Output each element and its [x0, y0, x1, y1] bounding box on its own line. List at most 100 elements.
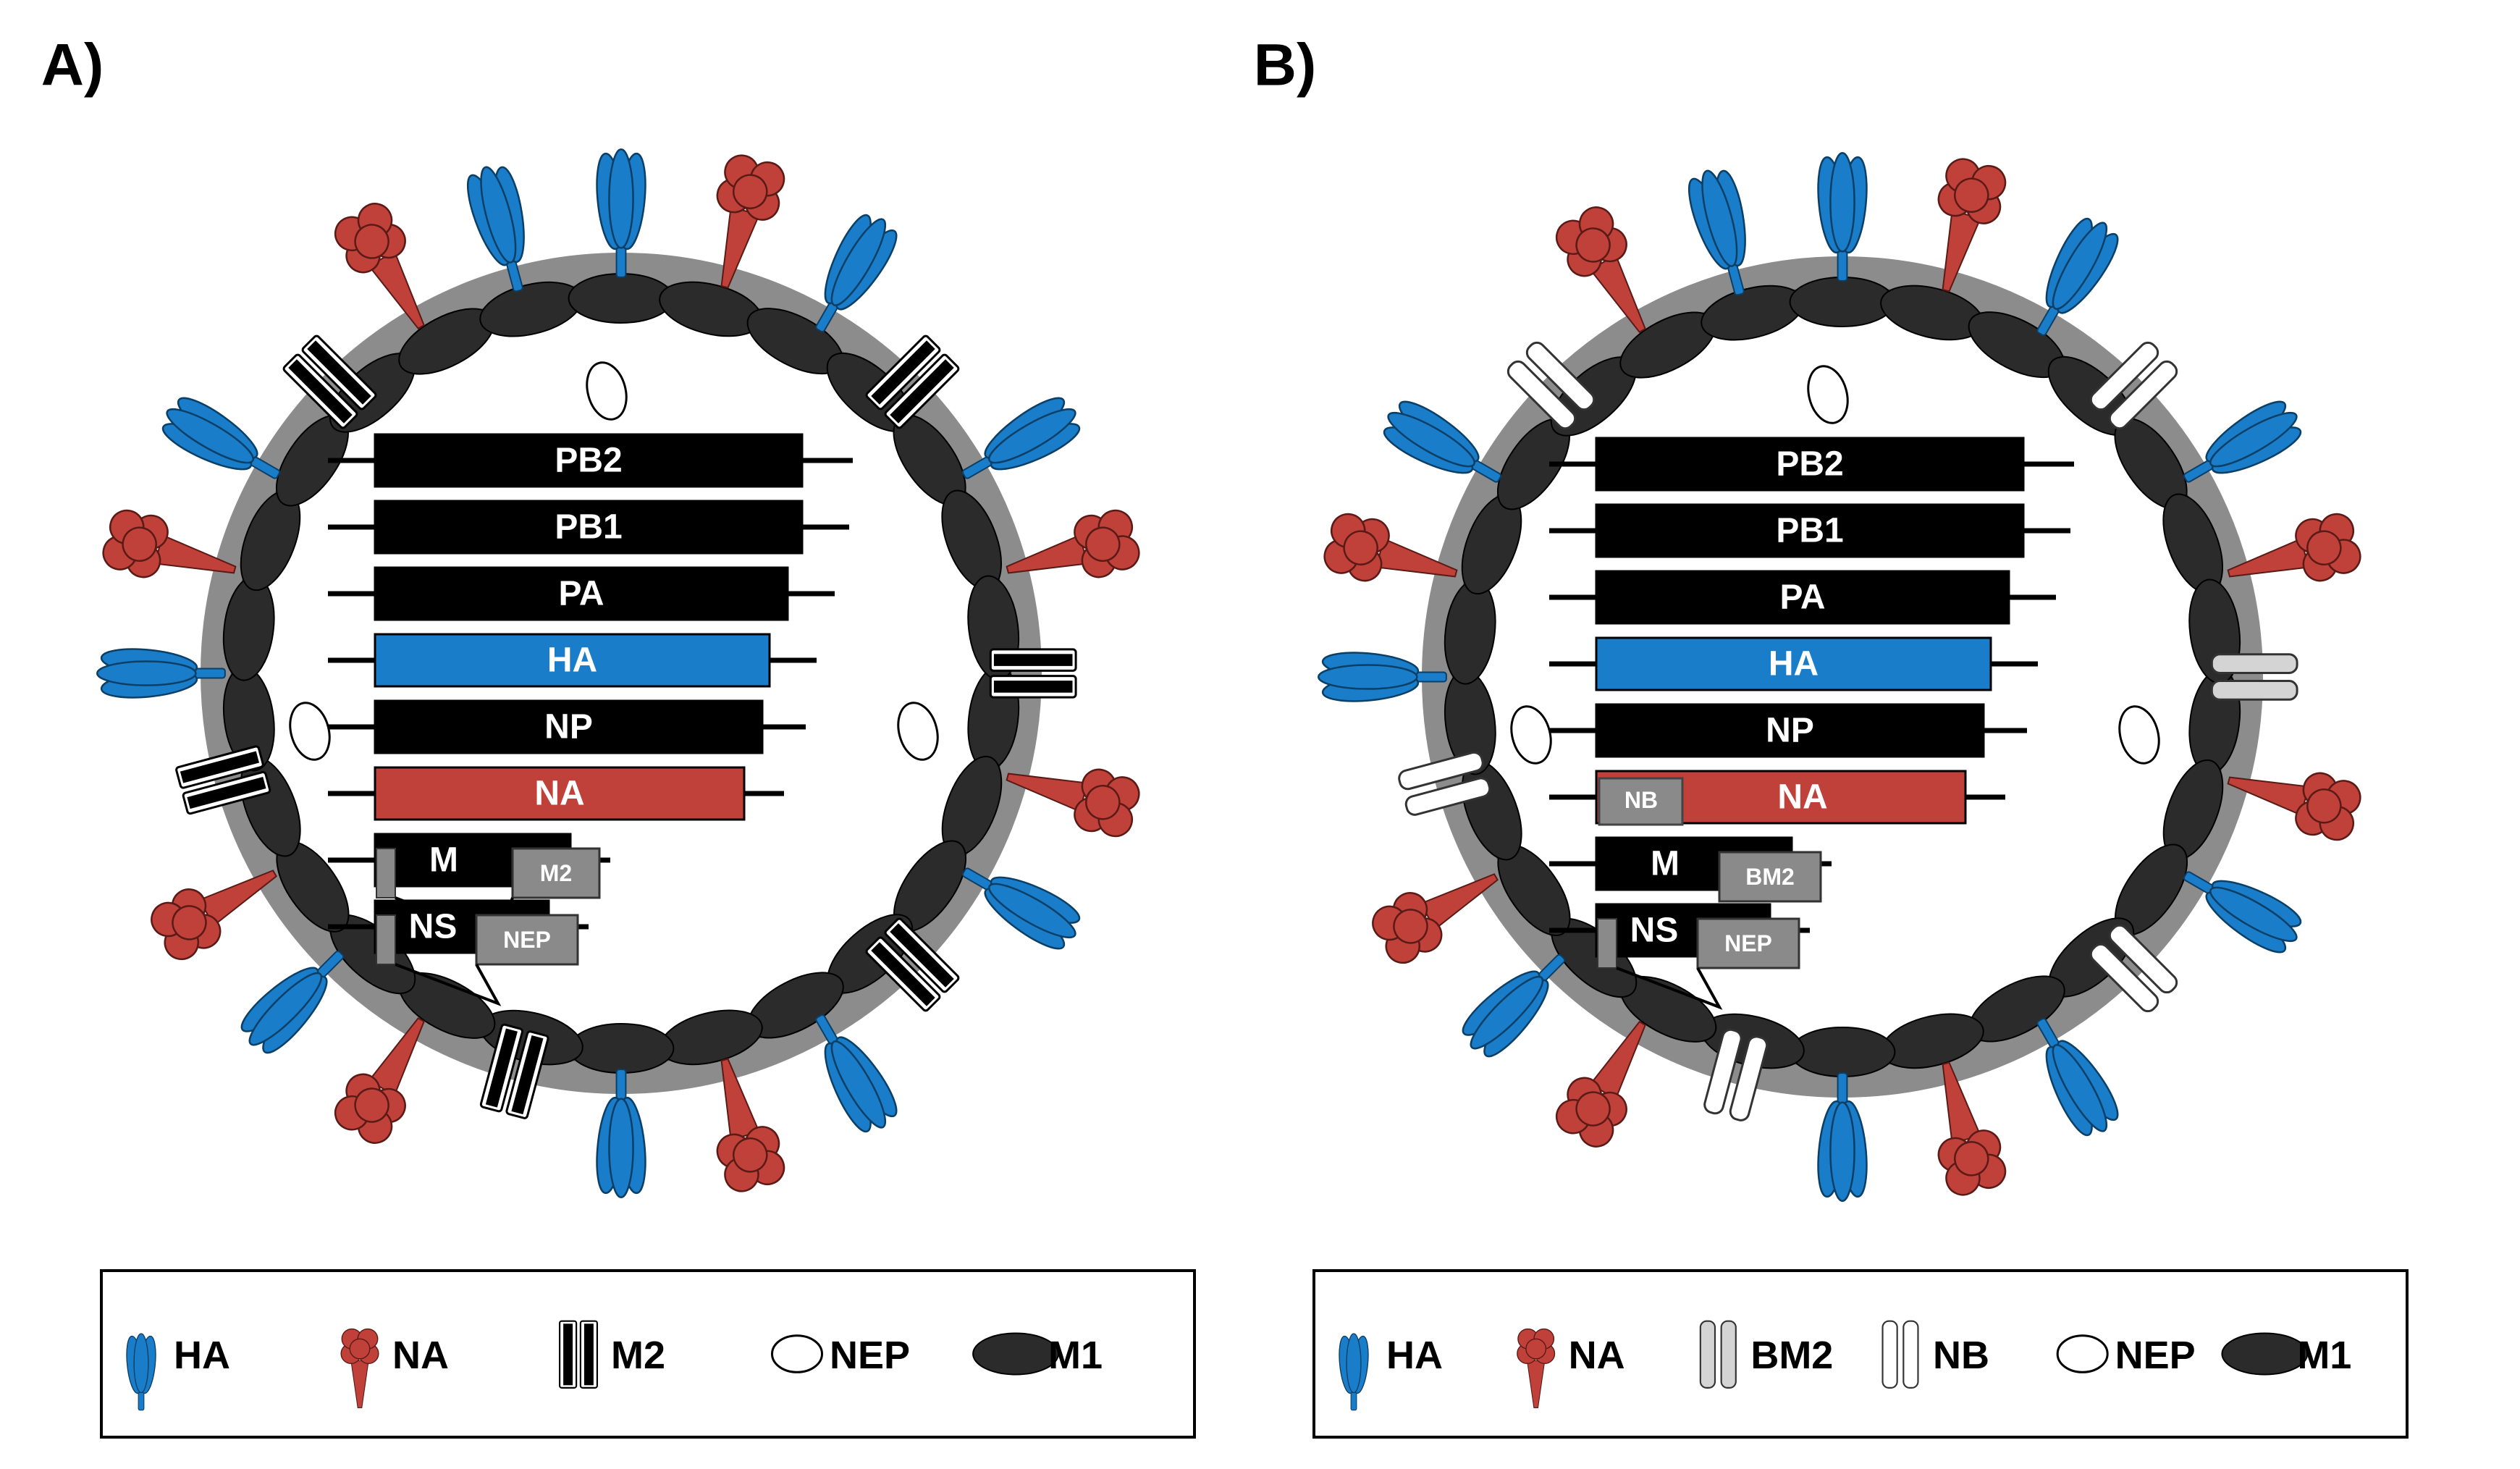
legend-item-bm2: BM2 — [1699, 1320, 1833, 1389]
na-spike — [334, 1017, 425, 1144]
nb-subunit — [1729, 1035, 1769, 1121]
segment-bar — [374, 433, 804, 488]
ha-lobe — [248, 972, 323, 1046]
nep-proteins — [289, 361, 939, 761]
m2-core — [307, 340, 371, 405]
segment-bar — [374, 566, 789, 621]
ha-lobe — [1317, 664, 1418, 690]
segment-label: PA — [1779, 578, 1825, 617]
segment-bar — [374, 633, 771, 688]
m1-icon — [2221, 1332, 2309, 1376]
segment-pb2: PB2 — [1549, 437, 2074, 492]
m1-protein — [568, 1022, 675, 1074]
segment-na: NB NA — [1549, 770, 2005, 826]
na-head — [349, 1338, 371, 1360]
ion-channel — [282, 334, 377, 429]
legend-item-na: NA — [1517, 1328, 1625, 1408]
splice-line — [395, 963, 502, 1006]
m2-core — [993, 654, 1073, 666]
surface-proteins — [1317, 151, 2361, 1203]
segment-ha: HA — [1549, 636, 2038, 691]
surface-proteins — [96, 148, 1140, 1199]
ha-spike — [1817, 1072, 1868, 1203]
extra-label: NEP — [503, 927, 551, 953]
m1-shape — [1790, 1026, 1896, 1077]
na-icon — [1517, 1328, 1556, 1408]
legend-label: M1 — [2297, 1334, 2351, 1377]
ion-channel — [2089, 924, 2178, 1013]
m2-core — [288, 359, 353, 424]
m2-core — [890, 359, 954, 424]
legend-item-ha: HA — [1339, 1333, 1443, 1411]
na-head — [1575, 227, 1611, 263]
nb-label: NB — [1624, 787, 1658, 813]
bm2-subunit — [2210, 653, 2298, 674]
ha-spike — [2036, 1017, 2119, 1137]
segment-pa: PA — [1549, 570, 2056, 625]
ha-spike — [161, 397, 281, 479]
ha-icon — [126, 1333, 156, 1411]
ion-channel — [1398, 751, 1491, 816]
segment-m: M2M — [328, 833, 610, 939]
legend-label: M1 — [1048, 1334, 1103, 1377]
m1-protein — [568, 273, 674, 324]
legend-item-na: NA — [340, 1328, 449, 1408]
segment-label: NA — [1777, 778, 1827, 817]
m1-shape — [568, 273, 674, 324]
na-head — [1954, 1141, 1989, 1177]
m2-core — [871, 340, 935, 405]
splice-start — [376, 848, 396, 898]
na-head — [733, 174, 768, 209]
ion-channel — [479, 1023, 549, 1119]
na-head — [122, 526, 157, 562]
segment-label: M — [1651, 845, 1680, 883]
segment-pb1: PB1 — [328, 500, 849, 555]
na-head — [1954, 177, 1989, 213]
ha-spike — [240, 950, 345, 1054]
m2-core — [993, 681, 1073, 693]
ha-lobe — [1470, 975, 1544, 1050]
na-head — [1575, 1091, 1611, 1127]
nep-shape — [2056, 1334, 2109, 1373]
segment-label: HA — [547, 641, 597, 680]
na-spike — [716, 154, 785, 289]
na-icon — [340, 1328, 379, 1408]
m2-core — [890, 923, 954, 988]
na-spike — [334, 203, 425, 329]
segment-label: PB2 — [1776, 445, 1843, 484]
ha-spike — [1462, 954, 1566, 1058]
nb-subunit — [2108, 360, 2178, 430]
bm2-subunit — [1699, 1320, 1716, 1389]
m2-core — [485, 1028, 518, 1108]
ha-lobe — [1346, 1333, 1362, 1394]
extra-label: M2 — [540, 860, 572, 886]
ha-spike — [596, 148, 646, 278]
segment-bar — [1595, 570, 2010, 625]
segment-label: NP — [544, 708, 593, 746]
ion-channel — [1703, 1028, 1769, 1121]
segment-ha: HA — [328, 633, 817, 688]
splice-line — [1616, 967, 1723, 1010]
legend-label: HA — [1386, 1334, 1443, 1377]
nep-shape — [1807, 365, 1849, 424]
bm2-subunit — [2210, 680, 2298, 701]
na-spike — [716, 1058, 785, 1192]
nep-icon — [771, 1334, 823, 1373]
ha-lobe — [988, 883, 1076, 939]
na-head — [1085, 785, 1121, 820]
extra-box — [511, 847, 601, 899]
na-head — [733, 1137, 768, 1173]
legend-label: NA — [392, 1334, 449, 1377]
na-spike — [1555, 206, 1646, 333]
na-head — [1085, 526, 1121, 562]
extra-box — [1718, 851, 1822, 903]
ha-spike — [466, 166, 525, 292]
nb-subunit — [1902, 1320, 1919, 1389]
ha-lobe — [988, 408, 1076, 464]
